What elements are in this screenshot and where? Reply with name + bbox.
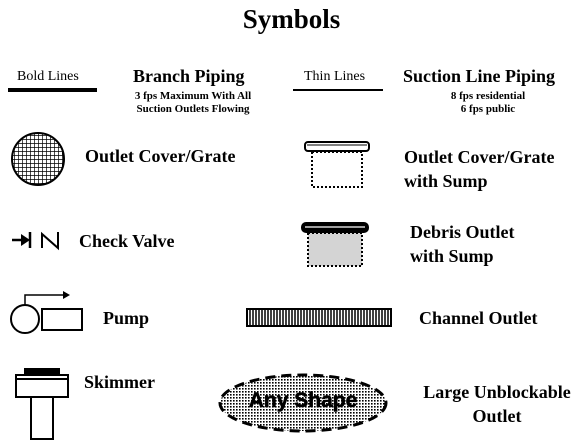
outlet-sump-icon (304, 141, 370, 188)
skimmer-icon (15, 368, 69, 440)
branch-piping-title: Branch Piping (133, 66, 245, 86)
branch-piping-sub-1: 3 fps Maximum With All (134, 90, 252, 102)
suction-piping-title: Suction Line Piping (403, 66, 556, 86)
channel-outlet-icon (246, 308, 392, 327)
outlet-cover-label: Outlet Cover/Grate (85, 146, 236, 166)
pump-icon (10, 291, 83, 334)
skimmer-label: Skimmer (84, 372, 155, 392)
outlet-grate-icon (11, 132, 65, 186)
pump-label: Pump (103, 308, 150, 328)
suction-piping-sub-1: 8 fps residential (450, 90, 526, 102)
check-valve-label: Check Valve (79, 231, 175, 251)
debris-outlet-label-1: Debris Outlet (410, 222, 515, 242)
large-outlet-label-1: Large Unblockable (423, 382, 571, 402)
page-title: Symbols (242, 4, 341, 34)
check-valve-icon (12, 231, 59, 251)
suction-piping-sub-2: 6 fps public (460, 103, 516, 115)
thin-lines-label: Thin Lines (304, 69, 366, 84)
debris-outlet-icon (301, 222, 369, 267)
outlet-sump-label-2: with Sump (404, 171, 488, 191)
bold-lines-label: Bold Lines (17, 69, 79, 84)
channel-outlet-label: Channel Outlet (419, 308, 538, 328)
any-shape-label: Any Shape (248, 389, 358, 413)
outlet-sump-label-1: Outlet Cover/Grate (404, 147, 555, 167)
branch-piping-sub-2: Suction Outlets Flowing (136, 103, 250, 115)
debris-outlet-label-2: with Sump (410, 246, 494, 266)
large-outlet-icon (218, 373, 388, 433)
large-outlet-label-2: Outlet (472, 406, 522, 426)
